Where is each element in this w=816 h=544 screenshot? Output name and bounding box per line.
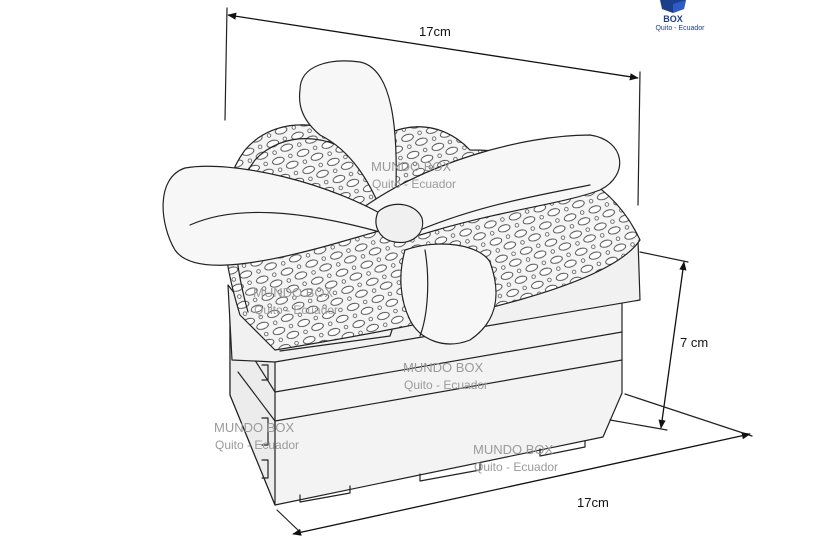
watermark-subtitle: Quito - Ecuador (474, 460, 558, 474)
box-logo-icon (660, 0, 686, 13)
ribbon-bow (162, 60, 621, 345)
bottom-width-label: 17cm (577, 495, 609, 510)
watermark-subtitle: Quito - Ecuador (215, 438, 299, 452)
top-width-line (227, 12, 639, 81)
watermark-title: MUNDO BOX (214, 420, 295, 435)
watermark-subtitle: Quito - Ecuador (254, 303, 338, 317)
dimension-lines: 17cm 7 cm 17cm (224, 7, 753, 536)
top-width-label: 17cm (419, 24, 451, 39)
watermark-subtitle: Quito - Ecuador (404, 378, 488, 392)
height-line (658, 261, 687, 429)
watermark-subtitle: Quito - Ecuador (372, 177, 456, 191)
watermark-title: MUNDO BOX (403, 360, 484, 375)
bottom-width-line (292, 432, 751, 536)
watermark-title: MUNDO BOX (253, 285, 334, 300)
logo-location: Quito - Ecuador (655, 25, 705, 32)
brand-logo: BOX Quito - Ecuador (655, 0, 705, 32)
watermark-title: MUNDO BOX (473, 442, 554, 457)
height-label: 7 cm (680, 335, 708, 350)
watermark-title: MUNDO BOX (371, 159, 452, 174)
logo-name: BOX (663, 14, 683, 24)
watermarks: MUNDO BOX Quito - Ecuador MUNDO BOX Quit… (214, 159, 558, 474)
